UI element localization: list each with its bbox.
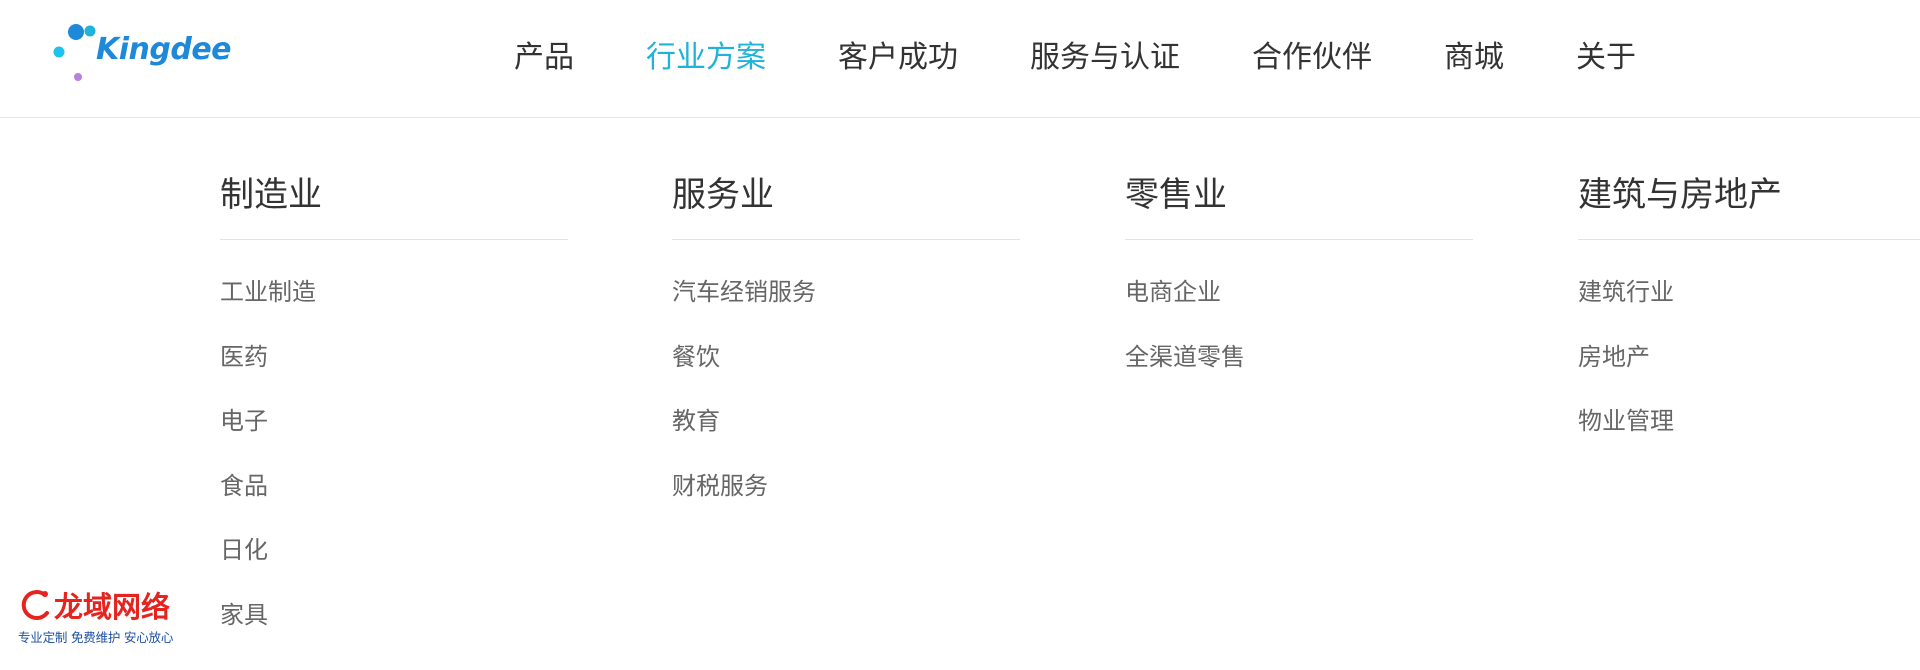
nav-item-customer-success[interactable]: 客户成功 (838, 40, 958, 75)
menu-column-manufacturing: 制造业 工业制造 医药 电子 食品 日化 家具 (220, 174, 568, 663)
menu-link[interactable]: 食品 (220, 471, 268, 500)
menu-link[interactable]: 医药 (220, 342, 268, 371)
nav-item-about[interactable]: 关于 (1576, 40, 1636, 75)
menu-link[interactable]: 全渠道零售 (1125, 342, 1245, 371)
logo-dots-icon (53, 24, 96, 81)
menu-link[interactable]: 工业制造 (220, 278, 316, 306)
column-list: 汽车经销服务 餐饮 教育 财税服务 (672, 276, 1020, 534)
kingdee-logo[interactable]: Kingdee (52, 22, 242, 84)
swirl-logo-icon (21, 590, 49, 621)
column-title[interactable]: 建筑与房地产 (1578, 174, 1920, 240)
watermark-brand: 龙域网络 (18, 585, 196, 625)
main-nav: 产品 行业方案 客户成功 服务与认证 合作伙伴 商城 关于 (514, 0, 1636, 108)
watermark-name: 龙域网络 (54, 590, 171, 624)
menu-link[interactable]: 汽车经销服务 (672, 278, 816, 306)
menu-column-construction-real-estate: 建筑与房地产 建筑行业 房地产 物业管理 (1578, 174, 1920, 470)
nav-item-services-certification[interactable]: 服务与认证 (1030, 40, 1180, 75)
column-list: 工业制造 医药 电子 食品 日化 家具 (220, 276, 568, 663)
longyu-watermark: 龙域网络 专业定制 免费维护 安心放心 (18, 585, 196, 645)
nav-item-store[interactable]: 商城 (1444, 40, 1504, 75)
menu-link[interactable]: 物业管理 (1578, 407, 1674, 435)
nav-item-industry-solutions[interactable]: 行业方案 (646, 40, 766, 75)
industry-mega-menu: 制造业 工业制造 医药 电子 食品 日化 家具 服务业 汽车经销服务 餐饮 教育… (0, 119, 1920, 670)
menu-column-retail: 零售业 电商企业 全渠道零售 (1125, 174, 1473, 405)
menu-link[interactable]: 日化 (220, 536, 268, 564)
menu-link[interactable]: 建筑行业 (1578, 278, 1674, 306)
nav-item-partners[interactable]: 合作伙伴 (1252, 40, 1372, 75)
menu-link[interactable]: 教育 (672, 407, 720, 435)
menu-link[interactable]: 房地产 (1578, 342, 1650, 371)
menu-link[interactable]: 电子 (220, 407, 268, 435)
column-title[interactable]: 制造业 (220, 174, 568, 240)
watermark-slogan: 专业定制 免费维护 安心放心 (18, 630, 174, 645)
logo-wordmark: Kingdee (96, 32, 232, 67)
nav-item-products[interactable]: 产品 (514, 40, 574, 75)
menu-link[interactable]: 家具 (220, 600, 268, 629)
menu-column-services: 服务业 汽车经销服务 餐饮 教育 财税服务 (672, 174, 1020, 534)
column-title[interactable]: 零售业 (1125, 174, 1473, 240)
column-list: 电商企业 全渠道零售 (1125, 276, 1473, 405)
menu-link[interactable]: 电商企业 (1125, 278, 1221, 306)
site-header: Kingdee 产品 行业方案 客户成功 服务与认证 合作伙伴 商城 关于 (0, 0, 1920, 118)
column-list: 建筑行业 房地产 物业管理 (1578, 276, 1920, 470)
column-title[interactable]: 服务业 (672, 174, 1020, 240)
menu-link[interactable]: 财税服务 (672, 471, 768, 500)
menu-link[interactable]: 餐饮 (672, 342, 720, 371)
